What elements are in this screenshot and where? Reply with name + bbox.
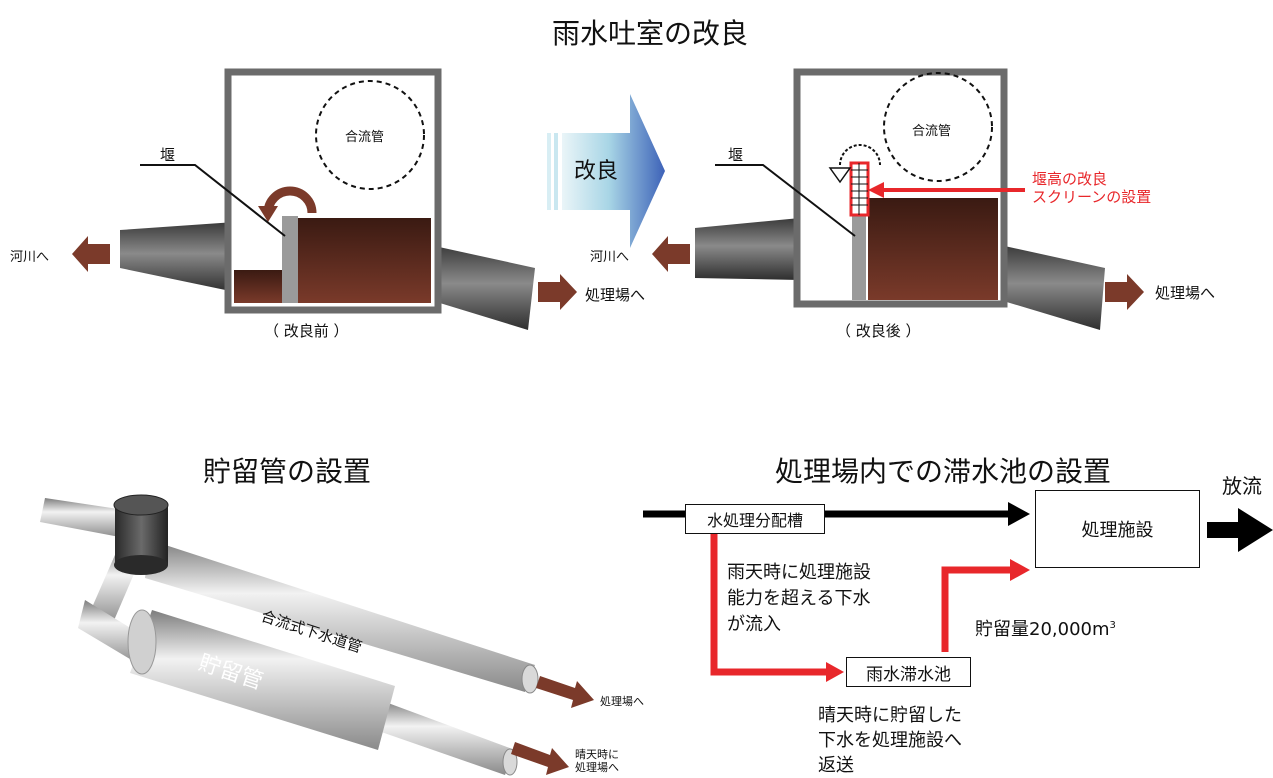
distribution-tank-box: 水処理分配槽: [685, 504, 825, 534]
inflow-note-line1: 雨天時に処理施設: [727, 562, 871, 583]
return-note: 晴天時に貯留した 下水を処理施設へ 返送: [818, 703, 962, 778]
title-storage-pipe: 貯留管の設置: [203, 455, 372, 488]
combined-pipe-label-before: 合流管: [345, 130, 385, 145]
weir-label-before: 堰: [160, 146, 176, 164]
storage-pipe-illustration: [40, 494, 594, 776]
river-label-before: 河川へ: [10, 250, 50, 265]
plant-label-after: 処理場へ: [1155, 284, 1216, 302]
improvement-arrow: [547, 94, 665, 248]
combined-pipe-circle-before: [315, 80, 425, 190]
inflow-note-line2: 能力を超える下水: [727, 588, 871, 609]
outlet1-label: 処理場へ: [600, 695, 644, 708]
weir-before: [282, 216, 298, 303]
return-note-line2: 下水を処理施設へ: [818, 730, 962, 751]
distribution-tank-label: 水処理分配槽: [706, 511, 803, 530]
plant-arrow-after: [1105, 274, 1144, 310]
weir-after: [852, 215, 866, 300]
weir-label-after: 堰: [728, 146, 744, 164]
river-pipe-after: [695, 218, 800, 280]
after-chamber: [652, 68, 1144, 330]
plant-arrow-before: [538, 274, 577, 310]
outlet2-line1: 晴天時に: [575, 748, 619, 761]
treatment-facility-box: 処理施設: [1035, 490, 1200, 568]
return-note-line1: 晴天時に貯留した: [818, 705, 962, 726]
combined-pipe-circle-after: [883, 72, 993, 182]
improvement-note-line1: 堰高の改良: [1032, 170, 1108, 188]
improvement-arrow-label: 改良: [574, 159, 619, 184]
return-note-line3: 返送: [818, 755, 854, 776]
caption-before: （ 改良前 ）: [264, 322, 349, 340]
title-rain-overflow-chamber: 雨水吐室の改良: [552, 17, 749, 50]
combined-pipe-label-after: 合流管: [912, 124, 952, 139]
storage-volume: 貯留量20,000m3: [975, 615, 1116, 641]
treatment-facility-label: 処理施設: [1081, 520, 1154, 541]
improvement-note: 堰高の改良 スクリーンの設置: [1032, 170, 1151, 206]
caption-after: （ 改良後 ）: [836, 322, 921, 340]
outlet2-line2: 処理場へ: [575, 761, 619, 774]
rain-tank-box: 雨水滞水池: [846, 657, 971, 687]
plant-pipe-before: [430, 245, 535, 330]
storage-volume-label: 貯留量20,000m: [975, 619, 1110, 640]
before-chamber: [72, 68, 577, 330]
inflow-note-line3: が流入: [727, 614, 781, 635]
river-arrow-before: [72, 236, 110, 272]
improvement-note-line2: スクリーンの設置: [1032, 188, 1152, 206]
river-arrow-after: [652, 236, 690, 272]
discharge-label: 放流: [1222, 474, 1262, 498]
storage-volume-sup: 3: [1109, 620, 1116, 631]
rain-tank-label: 雨水滞水池: [866, 664, 951, 685]
plant-pipe-after: [1000, 245, 1105, 330]
inflow-note: 雨天時に処理施設 能力を超える下水 が流入: [727, 560, 871, 638]
river-pipe-before: [120, 222, 235, 292]
river-label-after: 河川へ: [590, 250, 630, 265]
outlet2-label: 晴天時に 処理場へ: [575, 748, 619, 774]
plant-label-before: 処理場へ: [585, 286, 646, 304]
title-storage-tank: 処理場内での滞水池の設置: [775, 455, 1112, 488]
